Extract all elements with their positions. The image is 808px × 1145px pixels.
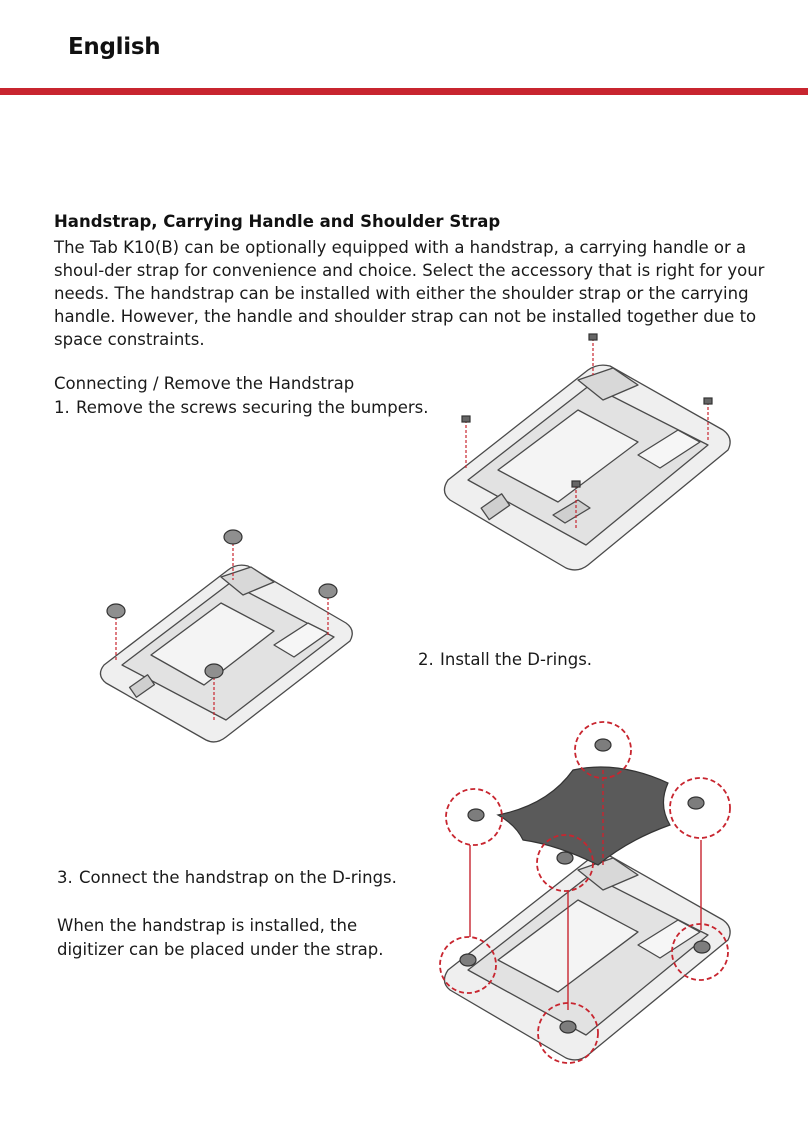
tablet-back-illustration xyxy=(443,333,731,571)
step-text: Connect the handstrap on the D-rings. xyxy=(79,868,397,887)
procedure-heading: Connecting / Remove the Handstrap xyxy=(54,374,355,393)
d-ring-icon xyxy=(106,529,338,720)
intro-line: shoul-der strap for convenience and choi… xyxy=(54,261,765,280)
step-1: 1. Remove the screws securing the bumpers… xyxy=(54,398,429,417)
intro-line: handle. However, the handle and shoulder… xyxy=(54,307,757,326)
handstrap-install-illustration xyxy=(439,721,731,1064)
step-number: 1. xyxy=(54,398,70,417)
tablet-d-rings-illustration xyxy=(99,529,353,743)
step-text: Install the D-rings. xyxy=(440,650,593,669)
step-text: Remove the screws securing the bumpers. xyxy=(76,398,429,417)
header-divider xyxy=(0,88,808,95)
intro-line: space constraints. xyxy=(54,330,205,349)
callout-circle xyxy=(439,721,731,1064)
handstrap-illustration xyxy=(496,766,671,866)
section-title: Handstrap, Carrying Handle and Shoulder … xyxy=(54,212,501,231)
step-3-note: When the handstrap is installed, the dig… xyxy=(57,914,397,962)
page-language-title: English xyxy=(68,34,161,60)
step-number: 3. xyxy=(57,868,73,887)
screw-icon xyxy=(461,333,713,530)
intro-line: needs. The handstrap can be installed wi… xyxy=(54,284,749,303)
intro-line: The Tab K10(B) can be optionally equippe… xyxy=(54,238,747,257)
note-line: digitizer can be placed under the strap. xyxy=(57,940,384,959)
intro-paragraph: The Tab K10(B) can be optionally equippe… xyxy=(54,236,765,351)
step-3: 3. Connect the handstrap on the D-rings. xyxy=(57,868,397,887)
note-line: When the handstrap is installed, the xyxy=(57,916,358,935)
step-2: 2. Install the D-rings. xyxy=(418,650,592,669)
step-number: 2. xyxy=(418,650,434,669)
